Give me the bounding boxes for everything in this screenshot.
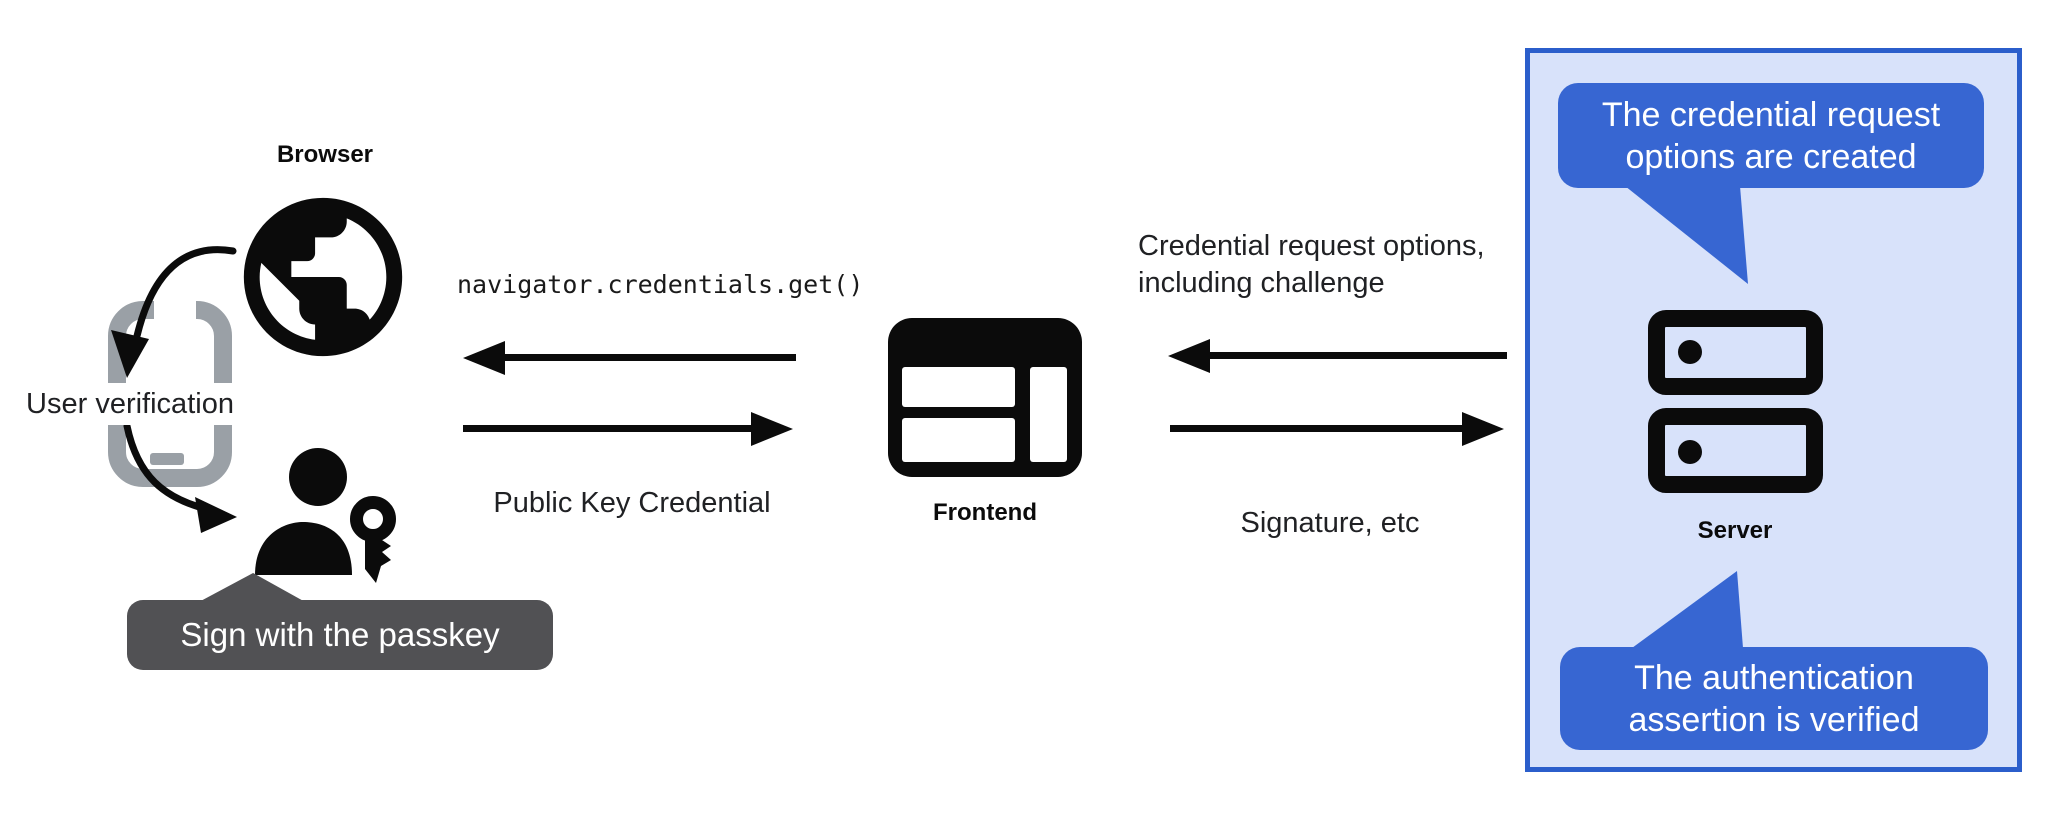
server-label: Server — [1697, 517, 1773, 544]
server-stack-icon-bottom — [1648, 408, 1823, 493]
credential-request-options-label: Credential request options, including ch… — [1138, 230, 1485, 299]
callout-bottom-text: The authentication assertion is verified — [1628, 658, 1920, 739]
arrow-browser-to-frontend-shaft — [463, 425, 756, 432]
browser-window-icon — [888, 318, 1082, 477]
public-key-credential-label: Public Key Credential — [493, 487, 771, 519]
frontend-label: Frontend — [933, 499, 1037, 526]
browser-window-pane-top — [902, 367, 1015, 407]
callout-top-text: The credential request options are creat… — [1601, 95, 1941, 176]
server-stack-icon-top — [1648, 310, 1823, 395]
user-verification-label: User verification — [6, 383, 254, 425]
browser-window-pane-bottom — [902, 418, 1015, 462]
callout-assertion-verified: The authentication assertion is verified — [1560, 647, 1988, 750]
passkey-tooltip: Sign with the passkey — [127, 600, 553, 670]
credentials-get-call-label: navigator.credentials.get() — [457, 270, 864, 299]
browser-label: Browser — [276, 141, 374, 168]
arrow-server-to-frontend-shaft — [1209, 352, 1507, 359]
browser-window-pane-side — [1030, 367, 1067, 462]
server-led-dot-bottom — [1678, 440, 1702, 464]
arrow-frontend-to-browser-shaft — [502, 354, 796, 361]
server-led-dot-top — [1678, 340, 1702, 364]
globe-icon — [243, 197, 403, 357]
callout-credential-options-created: The credential request options are creat… — [1558, 83, 1984, 188]
signature-label: Signature, etc — [1240, 507, 1420, 539]
passkey-tooltip-text: Sign with the passkey — [180, 616, 500, 653]
arrow-frontend-to-server-shaft — [1170, 425, 1466, 432]
person-with-key-icon — [255, 448, 396, 583]
user-verification-text: User verification — [26, 387, 234, 420]
